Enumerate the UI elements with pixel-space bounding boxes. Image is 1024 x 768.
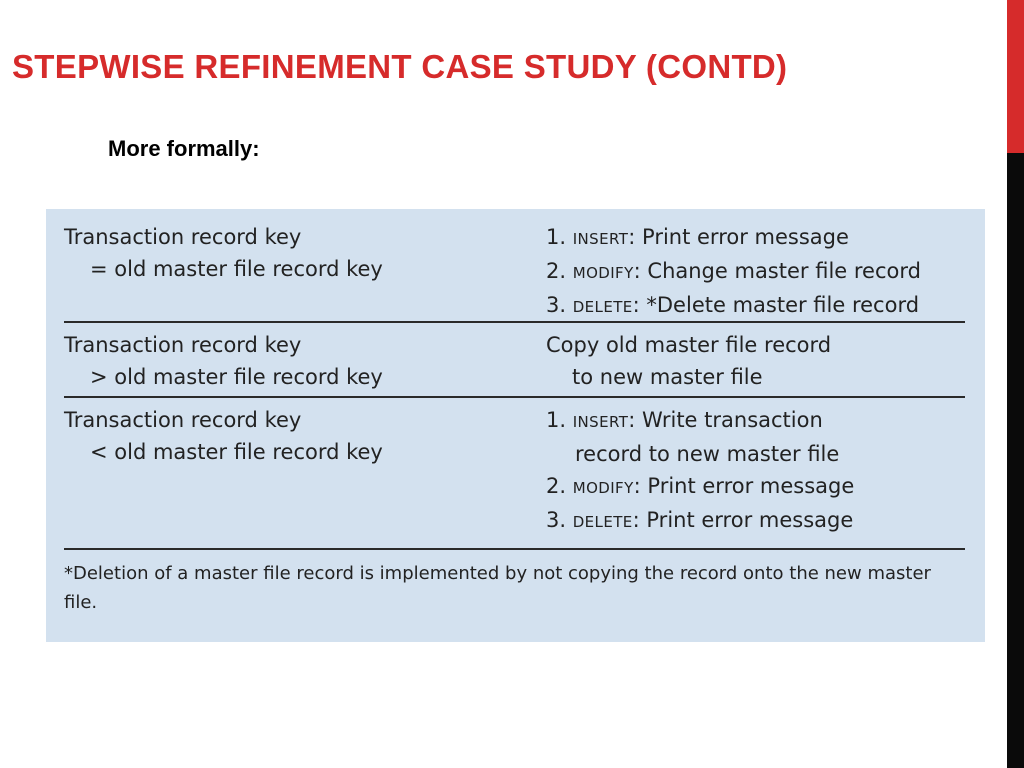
action-keyword-insert: insert [572, 413, 629, 431]
action-number: 3. [546, 293, 567, 317]
row1-action-item2: 2. modify: Change master file record [546, 255, 921, 289]
row-divider [64, 321, 965, 323]
row3-action-item3: 3. delete: Print error message [546, 504, 854, 538]
row2-condition-line2: > old master file record key [90, 365, 383, 389]
action-number: 2. [546, 474, 567, 498]
row2-action-line1: Copy old master file record [546, 333, 832, 357]
row3-action-item1: 1. insert: Write transaction [546, 404, 854, 438]
action-text: : Print error message [633, 474, 855, 498]
slide-title: Stepwise Refinement Case Study (contd) [12, 48, 788, 85]
row3-condition-line1: Transaction record key [64, 408, 302, 432]
decision-table: Transaction record key = old master file… [46, 209, 985, 642]
action-keyword-delete: delete [572, 513, 633, 531]
row1-action-item3: 3. delete: *Delete master file record [546, 289, 921, 323]
row1-condition-line1: Transaction record key [64, 225, 302, 249]
action-text: : Print error message [628, 225, 849, 249]
action-keyword-insert: insert [572, 230, 629, 248]
action-text: : Write transaction [628, 408, 823, 432]
action-keyword-modify: modify [572, 264, 634, 282]
row1-action-item1: 1. insert: Print error message [546, 221, 921, 255]
row3-action-continuation: record to new master file [575, 442, 840, 466]
slide-subtitle: More formally: [108, 136, 260, 161]
row3-condition-line2: < old master file record key [90, 440, 383, 464]
row1-condition-line2: = old master file record key [90, 257, 383, 281]
action-number: 1. [546, 408, 567, 432]
action-keyword-delete: delete [572, 298, 633, 316]
row2-action: Copy old master file record to new maste… [546, 329, 831, 393]
action-keyword-modify: modify [572, 479, 634, 497]
row3-action: 1. insert: Write transaction record to n… [546, 404, 854, 538]
action-number: 1. [546, 225, 567, 249]
accent-bar-black [1007, 153, 1024, 768]
action-number: 3. [546, 508, 567, 532]
accent-bar-red [1007, 0, 1024, 153]
row2-condition: Transaction record key > old master file… [64, 329, 383, 393]
row3-condition: Transaction record key < old master file… [64, 404, 383, 468]
table-footnote: *Deletion of a master file record is imp… [64, 563, 931, 613]
footnote-divider [64, 548, 965, 550]
action-number: 2. [546, 259, 567, 283]
action-text: : Change master file record [633, 259, 921, 283]
row1-condition: Transaction record key = old master file… [64, 221, 383, 285]
row3-action-item2: 2. modify: Print error message [546, 470, 854, 504]
action-text: : *Delete master file record [632, 293, 920, 317]
row2-action-line2: to new master file [572, 365, 763, 389]
row2-condition-line1: Transaction record key [64, 333, 302, 357]
row-divider [64, 396, 965, 398]
action-text: : Print error message [632, 508, 854, 532]
row1-action: 1. insert: Print error message 2. modify… [546, 221, 921, 323]
